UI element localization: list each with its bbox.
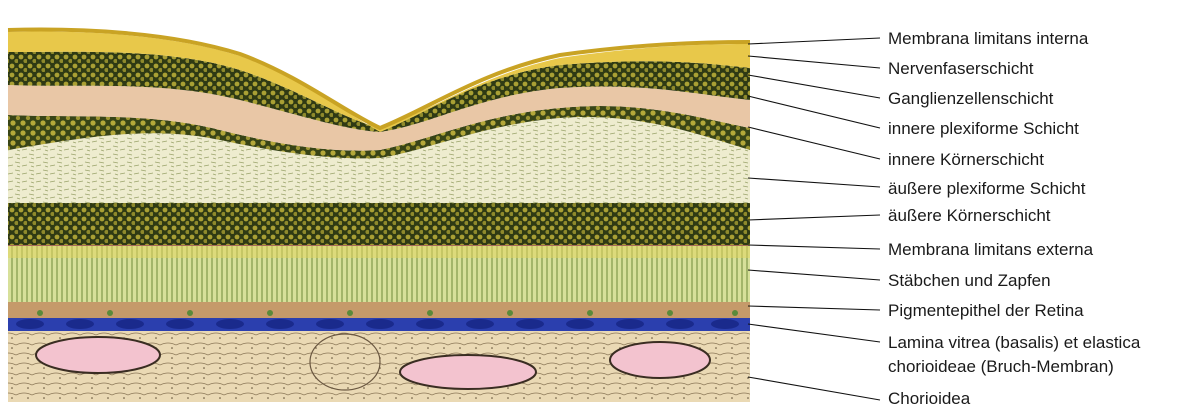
retina-section	[8, 30, 750, 402]
label-chorioidea: Chorioidea	[888, 389, 971, 408]
leader-lines	[748, 38, 880, 400]
choroid-vessel	[36, 337, 160, 373]
pigment-epithelium	[8, 300, 750, 318]
label-aeussere-plexiforme-schicht: äußere plexiforme Schicht	[888, 179, 1086, 198]
label-pigmentepithel: Pigmentepithel der Retina	[888, 301, 1084, 320]
label-lamina-vitrea-line2: chorioideae (Bruch-Membran)	[888, 357, 1114, 376]
label-aeussere-koernerschicht: äußere Körnerschicht	[888, 206, 1051, 225]
label-lamina-vitrea-line1: Lamina vitrea (basalis) et elastica	[888, 333, 1141, 352]
choroid-vessel	[400, 355, 536, 389]
label-innere-koernerschicht: innere Körnerschicht	[888, 150, 1044, 169]
label-staebchen-und-zapfen: Stäbchen und Zapfen	[888, 271, 1051, 290]
label-nervenfaserschicht: Nervenfaserschicht	[888, 59, 1034, 78]
label-ganglienzellenschicht: Ganglienzellenschicht	[888, 89, 1054, 108]
label-innere-plexiforme-schicht: innere plexiforme Schicht	[888, 119, 1079, 138]
label-membrana-limitans-externa: Membrana limitans externa	[888, 240, 1094, 259]
label-membrana-limitans-interna: Membrana limitans interna	[888, 29, 1089, 48]
outer-nuclear-layer	[8, 202, 750, 245]
choroid-vessel	[610, 342, 710, 378]
layer-labels: Membrana limitans interna Nervenfasersch…	[888, 29, 1141, 408]
